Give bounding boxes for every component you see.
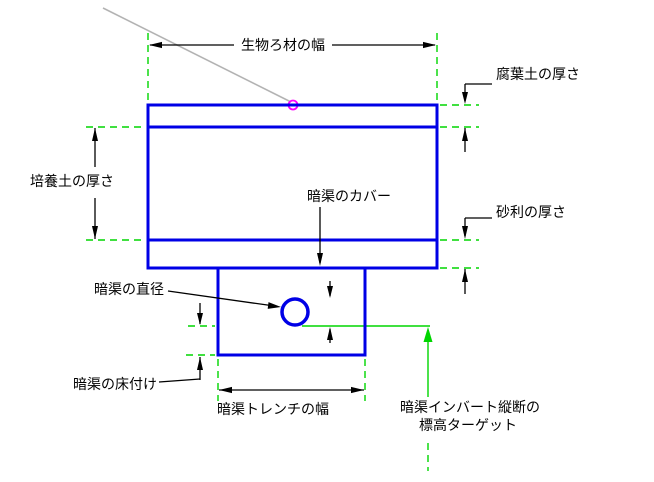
bedding-label-leader <box>158 378 201 383</box>
arrowhead-up-icon <box>462 269 468 282</box>
extension-lines <box>86 33 479 471</box>
label-humus-thickness: 腐葉土の厚さ <box>496 66 580 82</box>
invert-target-arrowhead-icon <box>423 327 433 342</box>
label-drain-bedding: 暗渠の床付け <box>73 376 157 392</box>
dimension-lines <box>92 41 492 394</box>
structure-outline <box>146 103 439 357</box>
drain-pipe-circle[interactable] <box>280 297 310 327</box>
arrowhead-down-icon <box>462 226 468 239</box>
arrowhead-up-icon <box>197 357 203 370</box>
arrowhead-right-icon <box>267 302 281 309</box>
label-drain-cover: 暗渠のカバー <box>307 188 391 204</box>
arrowhead-left-icon <box>219 386 232 394</box>
drain-trench-outline[interactable] <box>216 268 367 357</box>
arrowhead-down-icon <box>327 286 333 298</box>
invert-elevation-indicator <box>302 325 433 397</box>
arrowhead-up-icon <box>327 327 333 340</box>
arrowhead-left-icon <box>149 41 162 49</box>
arrowhead-right-icon <box>351 386 364 394</box>
gray-leader-line <box>102 7 292 103</box>
label-drain-diameter: 暗渠の直径 <box>94 281 164 297</box>
label-trench-width: 暗渠トレンチの幅 <box>217 401 329 417</box>
arrowhead-down-icon <box>317 253 323 266</box>
arrowhead-down-icon <box>92 226 98 239</box>
label-invert-target-line1: 暗渠インバート縦断の <box>400 399 540 415</box>
label-biofilter-width: 生物ろ材の幅 <box>241 37 325 53</box>
label-soil-thickness: 培養土の厚さ <box>30 173 114 189</box>
label-gravel-thickness: 砂利の厚さ <box>496 204 566 220</box>
label-invert-target-line2: 標高ターゲット <box>419 417 517 433</box>
arrowhead-down-icon <box>197 313 203 325</box>
biofilter-bed-rect[interactable] <box>146 103 439 270</box>
drain-diameter-leader <box>167 290 271 307</box>
labels: 生物ろ材の幅 腐葉土の厚さ 培養土の厚さ 暗渠のカバー 砂利の厚さ 暗渠の直径 … <box>30 37 580 433</box>
arrowhead-up-icon <box>462 128 468 141</box>
arrowhead-right-icon <box>423 41 436 49</box>
arrowhead-down-icon <box>462 92 468 104</box>
arrowhead-up-icon <box>92 128 98 141</box>
